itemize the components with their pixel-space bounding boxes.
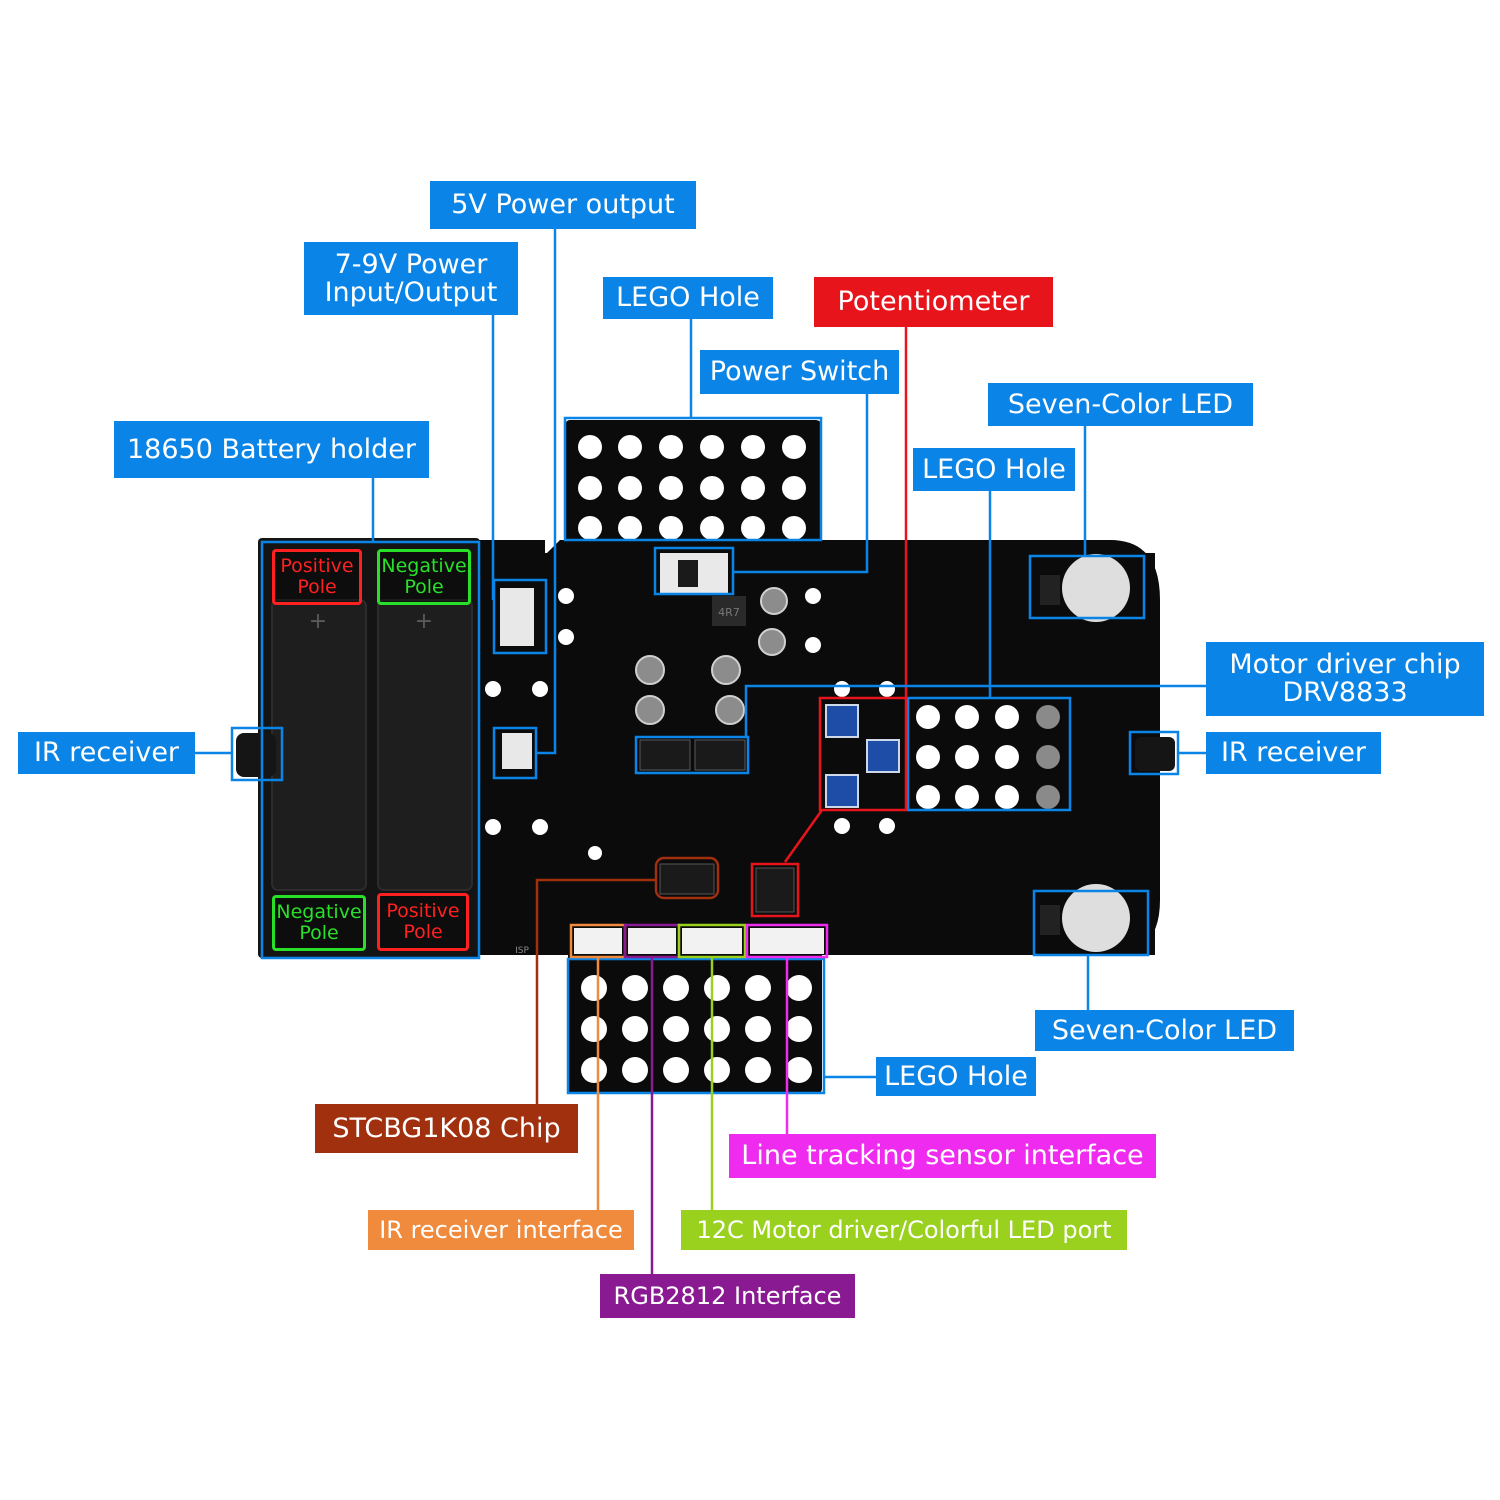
label-lego-hole-bottom: LEGO Hole [876,1057,1036,1096]
pole-text-1: Positive [386,900,460,922]
connector-5v [502,733,532,769]
label-line: Motor driver chip [1229,649,1461,680]
pole-negative-bottom: Negative Pole [272,895,366,951]
outline-led-bottom [1032,889,1150,957]
leader-motor-chip [744,684,1206,737]
outline-drv8833 [750,862,800,918]
label-seven-color-led-bottom: Seven-Color LED [1035,1010,1294,1051]
outline-led-top [1028,554,1146,620]
inductor [712,596,746,626]
battery-minus-mark: + [415,609,433,634]
label-i2c-port: 12C Motor driver/Colorful LED port [681,1210,1127,1250]
ir-interface-connector [574,928,622,954]
connector-7-9v [500,588,534,646]
inductor-marking: 4R7 [718,606,740,619]
pole-negative-top: Negative Pole [377,549,471,605]
outline-lego-bottom [566,957,826,1095]
pole-text-2: Pole [404,576,444,598]
label-battery-holder: 18650 Battery holder [114,421,429,478]
seven-color-led-top-body [1040,554,1130,622]
label-line: 7-9V Power [334,248,488,280]
label-potentiometer: Potentiometer [814,277,1053,327]
ir-receiver-left-body [236,733,276,777]
pole-positive-bottom: Positive Pole [377,893,469,951]
pole-positive-top: Positive Pole [272,549,362,605]
label-lego-hole-right: LEGO Hole [913,448,1075,491]
label-5v-power-output: 5V Power output [430,181,696,229]
label-seven-color-led-top: Seven-Color LED [988,383,1253,426]
label-stc-chip: STCBG1K08 Chip [315,1104,578,1153]
pole-text-2: Pole [297,576,337,598]
outline-7-9v [492,578,548,655]
outline-potentiometer [818,696,908,812]
line-tracking-connector [750,928,824,954]
stc-chip-body [659,863,715,895]
capacitors [635,587,788,725]
label-motor-driver-chip: Motor driver chip DRV8833 [1206,642,1484,716]
pole-text-1: Negative [276,901,362,923]
leader-power-switch [733,392,869,574]
drv8833-chip-body [755,867,795,913]
battery-cell-right [377,599,473,891]
outline-stc-chip [654,856,720,900]
label-rgb2812-interface: RGB2812 Interface [600,1274,855,1318]
label-line: DRV8833 [1282,677,1408,708]
potentiometer-bodies [825,704,900,808]
label-ir-receiver-left: IR receiver [18,732,195,774]
lego-holes-right [916,705,1060,809]
lego-holes-top [578,435,806,540]
isp-silkscreen: ISP [515,946,529,956]
pole-text-1: Positive [280,555,354,577]
outline-battery [260,540,481,960]
leader-5v [536,228,557,755]
label-ir-receiver-right: IR receiver [1206,732,1381,774]
label-lego-hole-top: LEGO Hole [603,277,773,319]
battery-cell-left [271,599,367,891]
label-line: Input/Output [324,276,498,308]
label-7-9v-power: 7-9V Power Input/Output [304,242,518,315]
i2c-connector [682,928,742,954]
pole-text-2: Pole [403,921,443,943]
rgb-interface-connector [628,928,676,954]
board-mounting-holes [485,588,895,860]
lego-holes-bottom [581,975,812,1083]
pole-text-1: Negative [381,555,467,577]
driver-chips [639,739,746,771]
label-ir-receiver-interface: IR receiver interface [368,1210,634,1250]
pole-text-2: Pole [299,922,339,944]
outline-lego-top [563,416,823,542]
power-switch-knob [678,560,698,587]
ir-receiver-right-body [1135,737,1175,771]
outline-motor-chips [634,735,750,775]
label-line-tracking-interface: Line tracking sensor interface [729,1134,1156,1178]
leader-stc-chip [535,878,656,1105]
leader-potentiometer-drv [783,809,824,863]
seven-color-led-bottom-body [1040,884,1130,952]
battery-plus-mark: + [309,609,327,634]
label-power-switch: Power Switch [700,350,899,394]
